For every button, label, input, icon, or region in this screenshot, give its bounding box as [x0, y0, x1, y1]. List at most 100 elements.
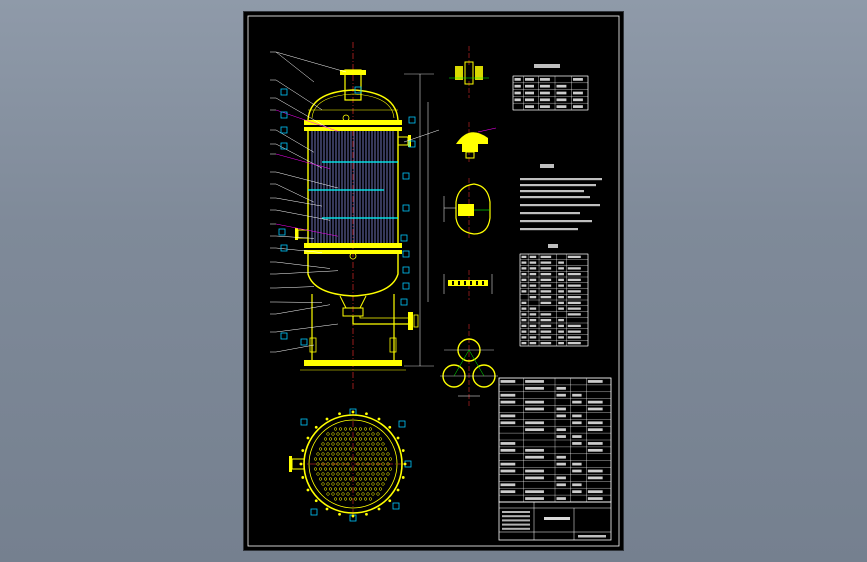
tube-hole [316, 472, 320, 476]
tube-hole [326, 482, 330, 486]
item-balloon [278, 228, 286, 236]
tube-hole [346, 472, 350, 476]
tube-hole [358, 457, 363, 461]
tube-hole [333, 437, 338, 441]
tube-hole [373, 437, 378, 441]
tube-hole [326, 492, 330, 496]
tube-hole [328, 477, 333, 481]
tube-hole [373, 447, 378, 451]
base-ring [304, 360, 402, 366]
tube-hole [363, 497, 368, 501]
tube-hole [323, 437, 328, 441]
tube-hole [341, 432, 345, 436]
bolt-hole [314, 499, 318, 503]
bolt-hole [306, 436, 310, 440]
tube-hole [346, 442, 350, 446]
tube-hole [346, 492, 350, 496]
tube-hole [353, 447, 358, 451]
tube-hole [356, 442, 360, 446]
top-tubesheet [304, 127, 402, 131]
tube-hole [343, 427, 348, 431]
item-balloon [310, 508, 318, 516]
tube-hole [328, 457, 333, 461]
tube-hole [318, 467, 323, 471]
detail-5-tube-layout [440, 324, 498, 408]
tube-hole [356, 472, 360, 476]
leader-lines [270, 51, 440, 353]
bolt-hole [365, 412, 368, 416]
tube-hole [366, 442, 370, 446]
tube-hole [326, 442, 330, 446]
drawing-canvas [247, 15, 620, 547]
tube-hole [353, 487, 358, 491]
leader-line [275, 51, 347, 73]
tube-hole [333, 477, 338, 481]
tube-hole [376, 482, 380, 486]
leader-line [275, 171, 339, 189]
tube-hole [331, 492, 335, 496]
tube-hole [346, 452, 350, 456]
tube-hole [328, 437, 333, 441]
bolt-hole [396, 488, 400, 492]
tube-hole [348, 487, 353, 491]
leader-line [275, 79, 323, 111]
item-balloon [402, 266, 410, 274]
tube-hole [321, 442, 325, 446]
item-balloon [400, 234, 408, 242]
tube-hole [348, 447, 353, 451]
tube-hole [356, 492, 360, 496]
tube-hole [338, 437, 343, 441]
outlet-pipe [352, 316, 408, 325]
bolt-hole [388, 499, 392, 503]
tube-hole [368, 457, 373, 461]
tube-hole [386, 452, 390, 456]
leader-line [275, 223, 339, 237]
leader-line [275, 209, 331, 221]
tube-hole [361, 492, 365, 496]
tube-hole [366, 492, 370, 496]
item-balloon [280, 244, 288, 252]
tube-hole [371, 472, 375, 476]
tube-hole [361, 442, 365, 446]
tube-hole [358, 467, 363, 471]
top-flange [304, 120, 402, 125]
tube-hole [378, 477, 383, 481]
detail-2 [456, 122, 497, 162]
tube-hole [381, 442, 385, 446]
plan-nozzle-left-flange [289, 456, 292, 472]
tube-hole [338, 457, 343, 461]
tube-hole [343, 477, 348, 481]
anchor-left [309, 337, 317, 353]
leader-line [275, 344, 315, 353]
tube-hole [343, 487, 348, 491]
bolt-hole [351, 410, 355, 414]
bottom-tubesheet [304, 243, 402, 248]
item-balloon [280, 142, 288, 150]
item-balloon [402, 250, 410, 258]
detail-4 [443, 270, 493, 300]
item-balloon [402, 172, 410, 180]
tube-hole [333, 467, 338, 471]
tube-hole [376, 462, 380, 466]
tube-hole [383, 467, 388, 471]
tube-hole [343, 467, 348, 471]
tube-hole [328, 467, 333, 471]
tube-hole [336, 452, 340, 456]
tube-hole [331, 442, 335, 446]
detail-sections [440, 46, 498, 408]
tube-hole [363, 427, 368, 431]
tube-hole [378, 457, 383, 461]
bolt-hole [351, 514, 355, 518]
item-balloons [278, 86, 416, 522]
tube-hole [341, 442, 345, 446]
technical-notes [520, 164, 602, 231]
bolt-hole [388, 425, 392, 429]
tube-hole [356, 482, 360, 486]
bolt-hole [365, 512, 368, 516]
plan-view [289, 410, 409, 520]
tube-hole [381, 472, 385, 476]
tube-hole [316, 452, 320, 456]
tube-hole [381, 462, 385, 466]
item-balloon [398, 420, 406, 428]
